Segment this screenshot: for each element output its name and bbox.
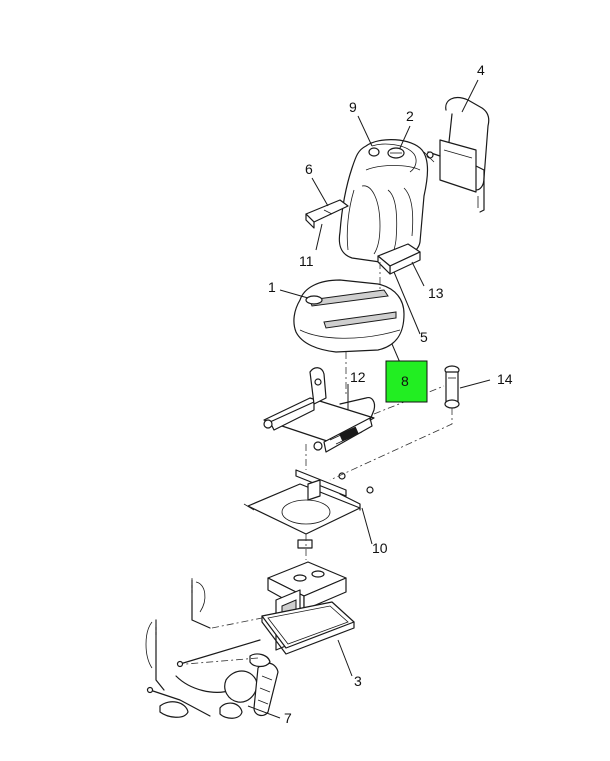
left-armrest [305,199,349,229]
shock-absorber [444,365,460,409]
callout-13: 13 [428,285,444,301]
part-9-cap [368,147,380,157]
suspension-base [261,561,355,655]
back-frame-bracket [423,97,490,213]
callout-11: 11 [299,253,314,269]
callout-12: 12 [350,369,366,385]
callout-8[interactable]: 8 [401,373,409,389]
callout-10: 10 [372,540,388,556]
leader-lines [247,79,491,719]
callout-7: 7 [284,710,292,726]
seat-back [338,139,429,263]
part-2-badge [387,147,405,159]
mount-plate [243,469,374,549]
wiring-harness [145,579,279,719]
assembly-centerlines [155,262,453,665]
callout-2: 2 [406,108,414,124]
seat-slides [263,367,376,453]
callout-3: 3 [354,673,362,689]
callout-9: 9 [349,99,357,115]
callout-14: 14 [497,371,513,387]
callout-5: 5 [420,329,428,345]
callout-4: 4 [477,62,485,78]
seat-cushion [293,279,405,353]
callout-6: 6 [305,161,313,177]
right-armrest [377,243,421,275]
callout-1: 1 [268,279,276,295]
highlighted-part-8[interactable]: 8 [385,360,428,403]
highlight-box[interactable] [385,360,428,403]
